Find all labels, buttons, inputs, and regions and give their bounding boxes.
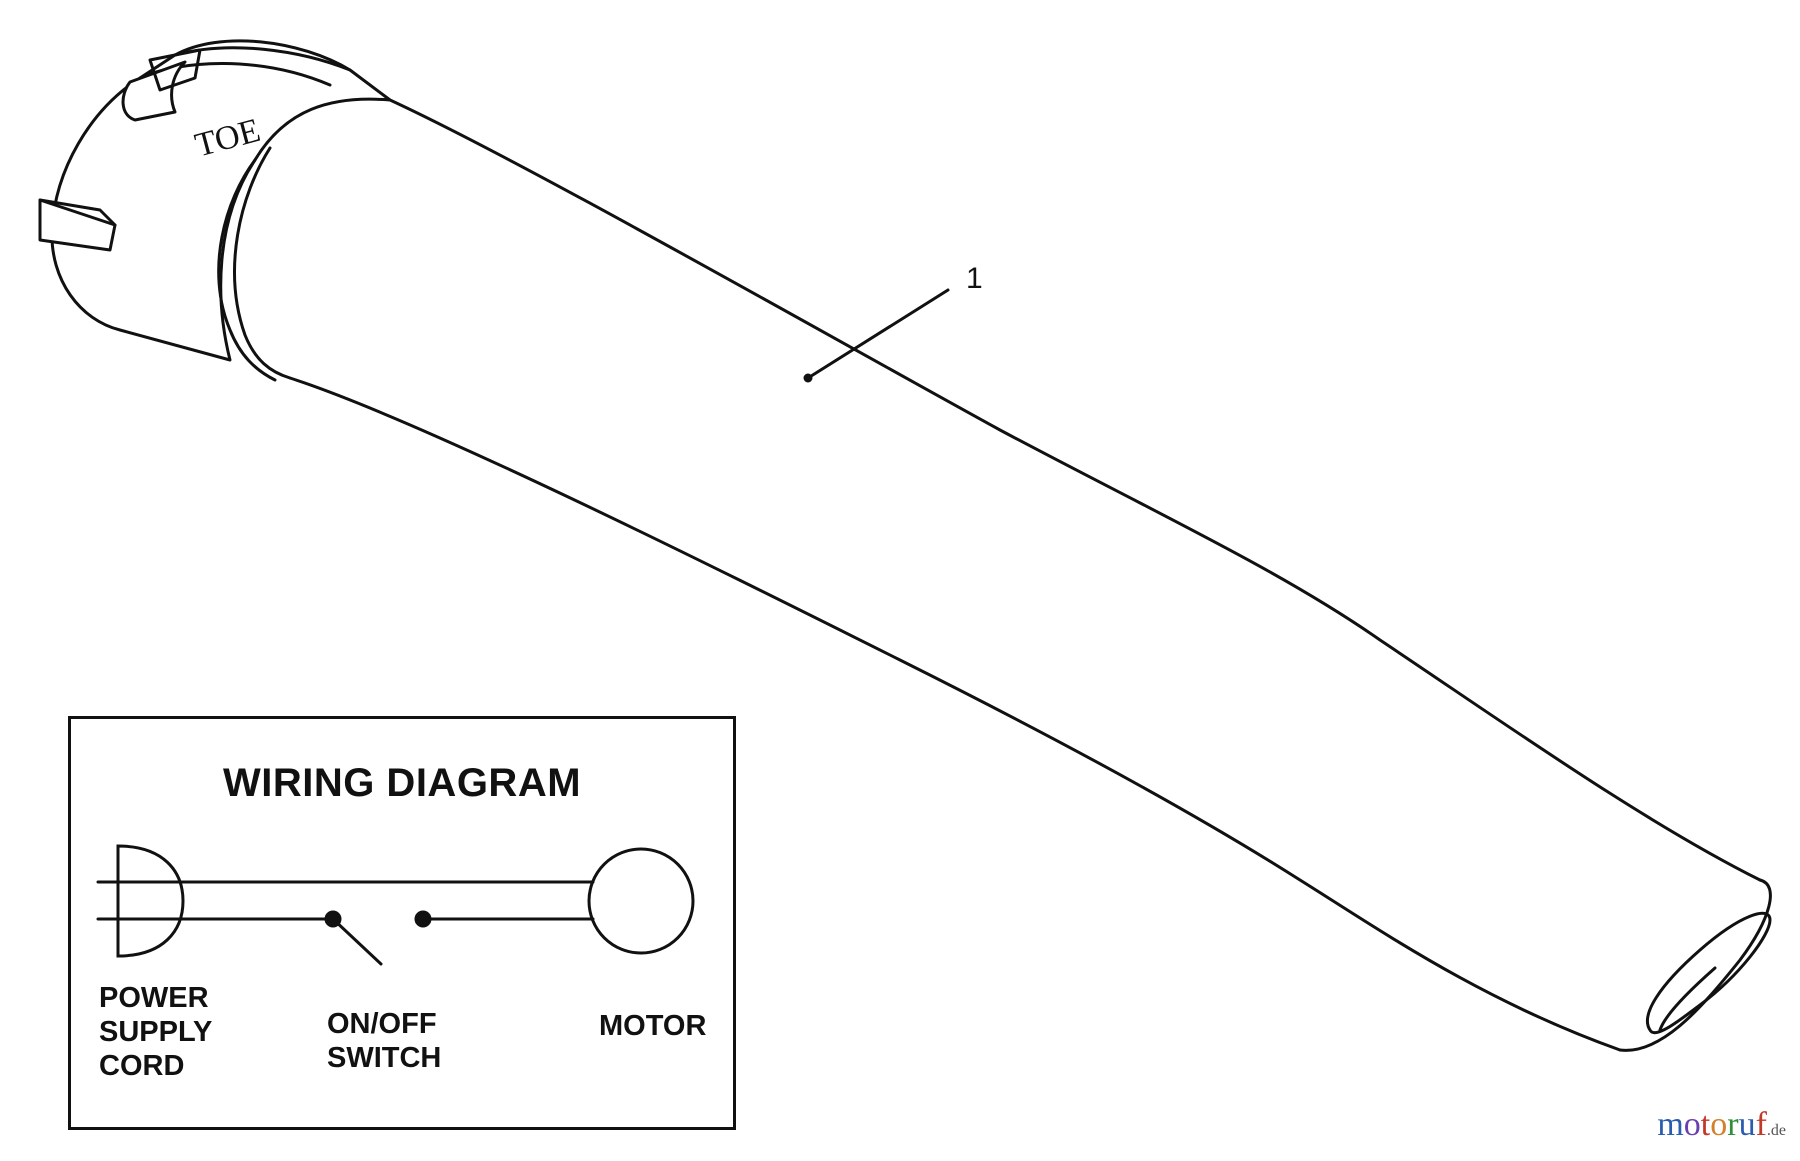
- watermark-letter: t: [1700, 1106, 1711, 1143]
- watermark-letter: o: [1683, 1106, 1701, 1143]
- switch-contact-left: [324, 910, 342, 928]
- label-power-supply-cord: POWER SUPPLY CORD: [99, 981, 212, 1083]
- label-line: SUPPLY: [99, 1016, 213, 1048]
- watermark-letter: o: [1710, 1106, 1728, 1143]
- wiring-schematic: [96, 844, 695, 966]
- label-line: SWITCH: [327, 1042, 442, 1074]
- label-on-off-switch: ON/OFF SWITCH: [327, 1007, 441, 1075]
- label-line: POWER: [99, 982, 209, 1014]
- callout-leader-dot: [803, 373, 813, 383]
- switch-lever: [331, 917, 383, 966]
- tube-coupling: TOE: [38, 39, 392, 382]
- switch-contact-right: [414, 910, 432, 928]
- site-watermark: motoruf.de: [1657, 1106, 1786, 1144]
- wiring-diagram-title: WIRING DIAGRAM: [222, 761, 582, 805]
- watermark-letter: u: [1738, 1106, 1756, 1143]
- tube-body: [288, 98, 1772, 1052]
- wiring-diagram-panel: WIRING DIAGRAM POWER SUPPLY: [68, 716, 736, 1130]
- motor-symbol: [587, 847, 695, 955]
- watermark-letter: m: [1657, 1106, 1684, 1143]
- callout-leader-line: [806, 288, 950, 380]
- label-motor: MOTOR: [599, 1010, 707, 1042]
- watermark-letter: r: [1727, 1106, 1739, 1143]
- callout-part-number: 1: [966, 262, 983, 295]
- label-line: CORD: [99, 1050, 185, 1082]
- watermark-suffix: .de: [1766, 1122, 1786, 1139]
- label-line: ON/OFF: [327, 1008, 437, 1040]
- plug-symbol: [116, 844, 185, 958]
- watermark-letter: f: [1755, 1106, 1767, 1143]
